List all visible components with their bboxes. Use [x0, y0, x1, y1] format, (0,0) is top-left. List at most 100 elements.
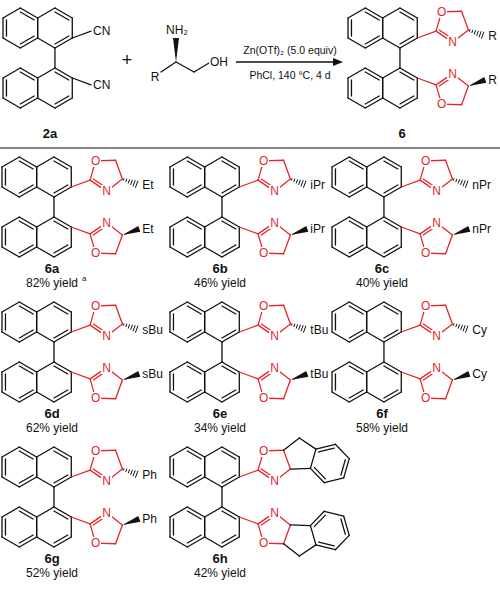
bond — [54, 161, 68, 169]
bond — [301, 181, 303, 186]
bond — [170, 247, 187, 257]
bond — [71, 372, 90, 379]
bond — [293, 179, 295, 182]
atom-label: O — [420, 247, 431, 259]
bond — [71, 372, 72, 392]
bond — [2, 78, 3, 98]
bond — [125, 179, 127, 182]
bond — [53, 197, 54, 217]
bond — [348, 38, 365, 48]
bond — [341, 519, 345, 534]
bond — [239, 325, 258, 332]
atom-label: O — [258, 445, 269, 457]
bond — [6, 80, 7, 96]
bond — [204, 457, 205, 477]
atom-label: O — [258, 392, 269, 404]
bond — [53, 487, 54, 507]
bond — [335, 229, 336, 245]
bond — [71, 470, 90, 477]
bond — [170, 217, 187, 227]
bond — [123, 179, 125, 181]
yield-label: 42% yield — [194, 567, 246, 579]
bond — [170, 302, 187, 312]
bond — [1, 227, 2, 247]
wedge-bond — [122, 516, 140, 525]
bond — [284, 160, 291, 179]
bond — [463, 181, 465, 186]
bond — [37, 157, 54, 167]
bond — [301, 326, 303, 331]
bond — [19, 245, 33, 253]
bond — [349, 306, 363, 314]
bond — [54, 48, 55, 68]
bond — [367, 187, 384, 197]
bond — [37, 362, 54, 372]
bond — [332, 217, 349, 227]
atom-label: N — [431, 185, 442, 197]
bond — [365, 72, 379, 80]
bond — [20, 12, 34, 20]
bond — [187, 511, 201, 519]
bond — [187, 330, 201, 338]
bond — [187, 161, 201, 169]
atom-label: CN — [92, 25, 111, 37]
bond — [239, 517, 240, 537]
bond — [1, 312, 2, 332]
atom-label: N — [101, 475, 112, 487]
bond — [296, 325, 297, 328]
yield-label: 52% yield — [26, 567, 78, 579]
bond — [205, 477, 222, 487]
bond — [169, 457, 170, 477]
bond — [71, 180, 90, 187]
bond — [187, 390, 201, 398]
atom-label: N — [269, 362, 280, 374]
bond — [204, 167, 205, 187]
bond — [19, 535, 33, 543]
bond — [54, 330, 68, 338]
bond — [296, 180, 297, 183]
bond — [304, 181, 306, 187]
bond — [400, 12, 414, 20]
atom-label: O — [420, 392, 431, 404]
bond — [399, 48, 400, 68]
atom-label: sBu — [141, 324, 164, 336]
bond — [136, 471, 138, 477]
bond — [384, 390, 398, 398]
bond — [335, 314, 336, 330]
bond — [131, 180, 133, 184]
atom-label: iPr — [309, 179, 326, 191]
bond — [400, 72, 414, 80]
bond — [222, 161, 236, 169]
bond — [382, 18, 383, 38]
reaction-condition: Zn(OTf)₂ (5.0 equiv) — [243, 45, 336, 56]
bond — [332, 362, 349, 372]
bond — [116, 305, 123, 324]
bond — [37, 217, 54, 227]
bond — [331, 372, 332, 392]
bond — [54, 221, 68, 229]
bond — [367, 157, 384, 167]
atom-label: N — [269, 475, 280, 487]
bond — [221, 342, 222, 362]
bond — [20, 36, 34, 44]
bond — [36, 517, 37, 537]
bond — [187, 451, 201, 459]
bond — [205, 507, 222, 517]
bond — [136, 181, 138, 187]
bond — [291, 324, 293, 326]
bond — [19, 511, 33, 519]
bond — [169, 312, 170, 332]
atom-label: Ph — [141, 469, 158, 481]
yield-label: 40% yield — [356, 277, 408, 289]
atom-label: O — [90, 445, 101, 457]
bond — [299, 325, 301, 329]
atom-label: O — [420, 300, 431, 312]
bond — [239, 457, 240, 477]
bond — [222, 451, 236, 459]
bond — [133, 181, 135, 186]
bond — [446, 305, 453, 324]
bond — [37, 247, 54, 257]
bond — [366, 312, 367, 332]
bond — [54, 245, 68, 253]
bond — [205, 187, 222, 197]
